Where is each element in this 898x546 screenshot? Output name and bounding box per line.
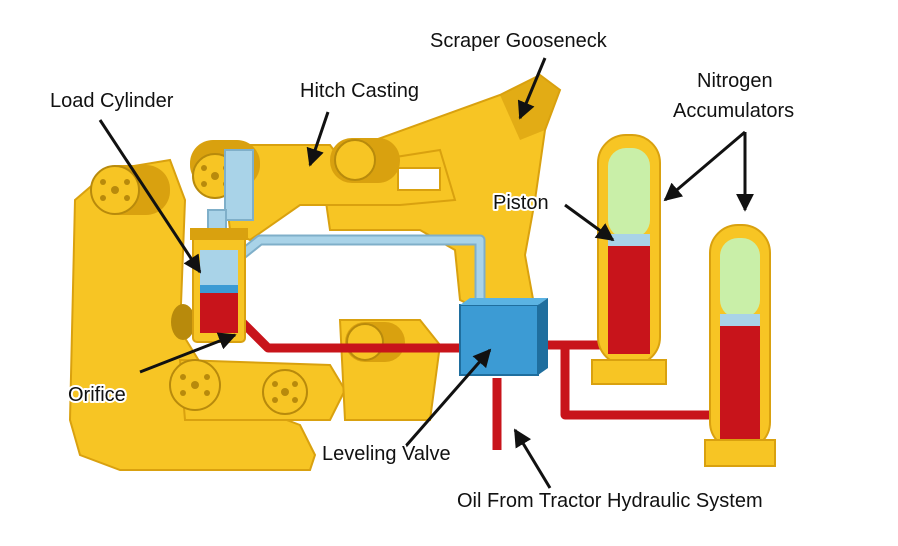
pin-hub-gooseneck <box>330 138 400 183</box>
accumulator-right <box>704 224 776 467</box>
label-scraper-gooseneck: Scraper Gooseneck <box>430 30 608 52</box>
hydraulic-lines <box>231 234 715 450</box>
label-nitrogen: Nitrogen <box>697 70 773 92</box>
pin-hub-lower-right <box>262 369 308 415</box>
pin-hub-lower-center <box>345 322 405 362</box>
labels: Scraper Gooseneck Nitrogen Accumulators … <box>48 28 796 514</box>
label-accumulators: Accumulators <box>673 100 794 122</box>
arrow-hitch-casting <box>306 111 330 167</box>
pin-hub-upper-left <box>90 165 170 215</box>
label-piston: Piston <box>493 192 549 214</box>
frame-casting <box>68 73 562 471</box>
load-cylinder <box>190 149 254 343</box>
label-orifice: Orifice <box>68 384 126 406</box>
label-oil-source: Oil From Tractor Hydraulic System <box>457 490 763 512</box>
arrow-load-cylinder <box>98 119 202 274</box>
arrow-accumulator-left <box>663 130 746 202</box>
arrow-gooseneck <box>517 57 547 120</box>
arrow-piston <box>564 203 615 242</box>
label-load-cylinder: Load Cylinder <box>50 90 174 112</box>
arrow-leveling-valve <box>403 348 492 448</box>
label-hitch-casting: Hitch Casting <box>300 80 419 102</box>
leader-arrows <box>98 57 754 489</box>
arrow-orifice <box>139 332 237 374</box>
arrow-oil-source <box>513 428 552 489</box>
label-leveling-valve: Leveling Valve <box>322 443 451 465</box>
pin-hub-lower-left <box>169 359 221 411</box>
leveling-valve <box>459 298 548 376</box>
accumulator-left <box>591 134 667 385</box>
